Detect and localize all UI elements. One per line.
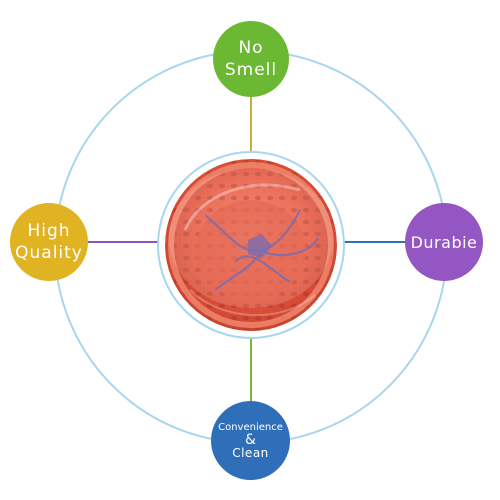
bag-highlight-lower [189, 289, 316, 317]
badge-no-smell: No Smell [213, 21, 289, 97]
badge-convenience-line3: Clean [232, 446, 269, 460]
badge-high-quality-line2: Quality [15, 243, 83, 263]
badge-high-quality-line1: High [27, 221, 71, 241]
badge-convenience-line2: & [245, 432, 256, 448]
bag-sheen [169, 168, 333, 308]
bag-knot [248, 234, 272, 258]
badge-high-quality: High Quality [10, 203, 88, 281]
badge-no-smell-line2: Smell [224, 60, 278, 80]
basket-rim [168, 162, 334, 328]
badge-convenience-clean: Convenience & Clean [211, 401, 290, 480]
badge-durable: Durabie [405, 203, 483, 281]
bag-highlight [183, 183, 301, 231]
badge-convenience-line1: Convenience [218, 422, 283, 433]
badge-no-smell-line1: No [238, 38, 264, 58]
product-image [157, 151, 345, 339]
badge-durable-line1: Durabie [410, 232, 478, 252]
